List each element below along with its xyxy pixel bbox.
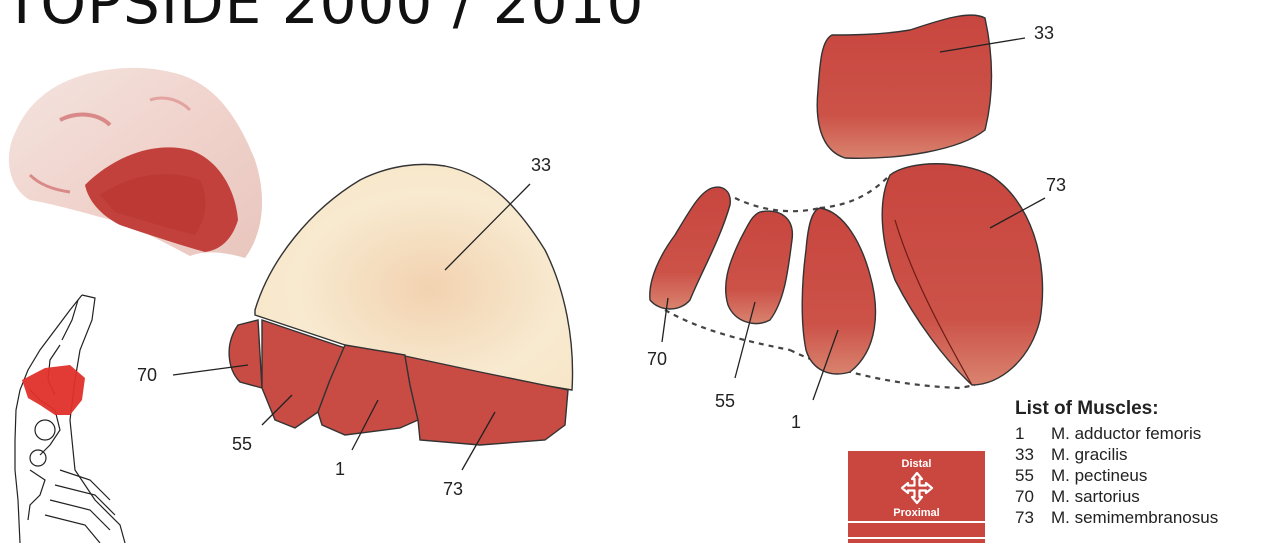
legend-item-name: M. gracilis (1051, 445, 1128, 464)
label-55-left: 55 (232, 435, 252, 453)
legend-heading: List of Muscles: (1015, 398, 1218, 420)
label-55-right: 55 (715, 392, 735, 410)
muscle-73-separated (882, 164, 1042, 385)
orientation-proximal-label: Proximal (848, 507, 985, 519)
label-73-left: 73 (443, 480, 463, 498)
label-73-right: 73 (1046, 176, 1066, 194)
muscle-55-separated (726, 211, 793, 323)
muscle-33-separated (817, 15, 991, 158)
label-1-left: 1 (335, 460, 345, 478)
legend-item-number: 1 (1015, 423, 1051, 444)
legend-item-number: 70 (1015, 486, 1051, 507)
legend-item-number: 55 (1015, 465, 1051, 486)
muscle-1-separated (802, 208, 875, 374)
label-33-left: 33 (531, 156, 551, 174)
topside-cross-section (229, 164, 572, 445)
label-70-right: 70 (647, 350, 667, 368)
topside-exploded-view (650, 15, 1043, 385)
muscle-70 (229, 320, 262, 388)
label-33-right: 33 (1034, 24, 1054, 42)
orientation-badge: Distal Proximal (848, 451, 985, 543)
legend-item-name: M. semimembranosus (1051, 508, 1218, 527)
label-1-right: 1 (791, 413, 801, 431)
legend-item-name: M. adductor femoris (1051, 424, 1201, 443)
legend-item-number: 33 (1015, 444, 1051, 465)
four-way-arrow-icon (900, 471, 934, 505)
orientation-distal-label: Distal (848, 458, 985, 470)
topside-photo (9, 68, 262, 258)
legend-item-number: 73 (1015, 507, 1051, 528)
legend-item-name: M. pectineus (1051, 466, 1147, 485)
carcass-sketch (15, 295, 125, 543)
muscle-70-separated (650, 187, 730, 309)
label-70-left: 70 (137, 366, 157, 384)
legend-item-name: M. sartorius (1051, 487, 1140, 506)
orientation-divider (848, 537, 985, 539)
orientation-divider (848, 521, 985, 523)
carcass-topside-highlight (22, 365, 85, 415)
